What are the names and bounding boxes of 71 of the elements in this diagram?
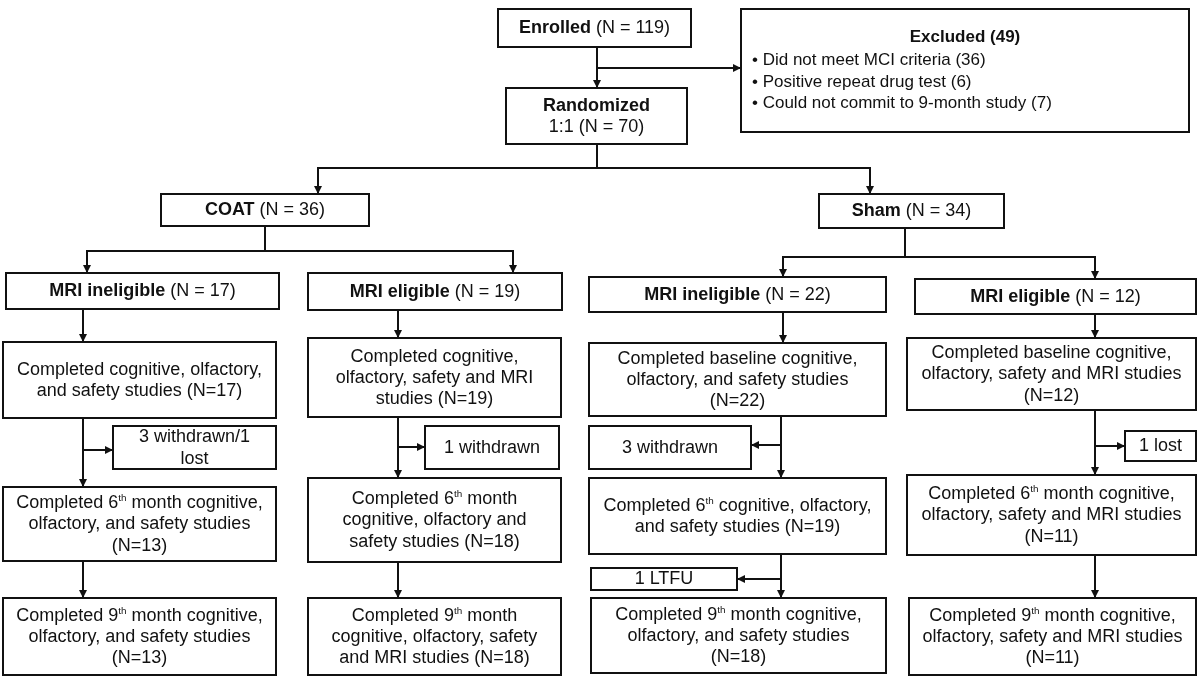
box-label: Randomized 1:1 (N = 70) [542, 94, 651, 138]
process-box [590, 597, 887, 674]
box-label: Completed 9$^{th}$ month cognitive, olfactory, and safety studies (N=13) [15, 604, 264, 669]
process-box [160, 193, 370, 227]
box-label: 3 withdrawn/1 lost [137, 426, 252, 469]
process-box [740, 8, 1190, 133]
box-label: Completed 6$^{th}$ month cognitive, olfactory, and safety studies (N=13) [15, 492, 264, 556]
bullet-item: • Positive repeat drug test (6) [752, 71, 973, 92]
process-box [906, 337, 1197, 411]
arrow [779, 312, 787, 343]
box-label: MRI ineligible (N = 17) [49, 280, 236, 302]
arrow [596, 47, 741, 72]
box-label: Enrolled (N = 119) [518, 17, 671, 39]
process-box [497, 8, 692, 48]
process-box [1124, 430, 1197, 462]
box-label: 1 lost [1139, 435, 1182, 457]
process-box [588, 425, 752, 470]
bullet-item: • Did not meet MCI criteria (36) [752, 50, 987, 71]
arrow [394, 562, 402, 598]
arrow [904, 228, 1099, 279]
arrow [777, 554, 785, 598]
arrow [394, 417, 402, 478]
process-box [307, 477, 562, 563]
process-box [588, 477, 887, 555]
process-box [505, 87, 688, 145]
box-label: 1 withdrawn [443, 436, 540, 459]
process-box [590, 567, 738, 591]
process-box [424, 425, 560, 470]
process-box [2, 597, 277, 676]
process-box [307, 272, 563, 311]
process-box [307, 337, 562, 418]
arrow [777, 416, 785, 478]
box-label: 3 withdrawn [621, 436, 718, 459]
arrow [1091, 314, 1099, 338]
box-label: Completed 6$^{th}$ month cognitive, olfactory, safety and MRI studies (N=11) [920, 483, 1183, 547]
process-box [908, 597, 1197, 676]
process-box [588, 276, 887, 313]
process-box [2, 486, 277, 562]
process-box [112, 425, 277, 470]
arrow [596, 144, 874, 194]
process-box [307, 597, 562, 676]
arrow [79, 309, 87, 342]
box-label: MRI eligible (N = 12) [970, 285, 1141, 308]
arrow [264, 226, 517, 273]
process-box [588, 342, 887, 417]
box-label: Completed 9$^{th}$ month cognitive, olfactory, and safety studies (N=18) [614, 603, 863, 668]
box-heading: Excluded (49) [909, 27, 1021, 48]
box-label: Completed 9$^{th}$ month cognitive, olfactory, safety and MRI studies (N=11) [921, 604, 1184, 669]
arrow [79, 561, 87, 598]
arrow [1091, 410, 1099, 475]
process-box [2, 341, 277, 419]
process-box [5, 272, 280, 310]
box-label: Completed baseline cognitive, olfactory, and safety studies (N=22) [616, 347, 859, 412]
box-label: Completed 9$^{th}$ month cognitive, olfactory, safety and MRI studies (N=18) [330, 604, 539, 669]
bullet-item: • Could not commit to 9-month study (7) [752, 92, 1053, 113]
process-box [914, 278, 1197, 315]
arrow [79, 418, 87, 487]
box-label: MRI eligible (N = 19) [349, 280, 521, 303]
process-box [818, 193, 1005, 229]
arrow [1091, 555, 1099, 598]
box-label: MRI ineligible (N = 22) [644, 283, 831, 306]
box-label: Completed 6$^{th}$ month cognitive, olfactory and safety studies (N=18) [341, 488, 528, 552]
box-label: 1 LTFU [634, 568, 694, 590]
box-label: Completed cognitive, olfactory, safety and MRI studies (N=19) [334, 345, 535, 410]
box-label: Completed cognitive, olfactory, and safety studies (N=17) [16, 358, 263, 402]
box-label: COAT (N = 36) [204, 199, 326, 221]
box-label: Completed 6$^{th}$ cognitive, olfactory, and safety studies (N=19) [602, 494, 873, 538]
process-box [906, 474, 1197, 556]
box-label: Sham (N = 34) [851, 200, 972, 222]
box-label: Completed baseline cognitive, olfactory, safety and MRI studies (N=12) [920, 342, 1183, 406]
arrow [394, 310, 402, 338]
